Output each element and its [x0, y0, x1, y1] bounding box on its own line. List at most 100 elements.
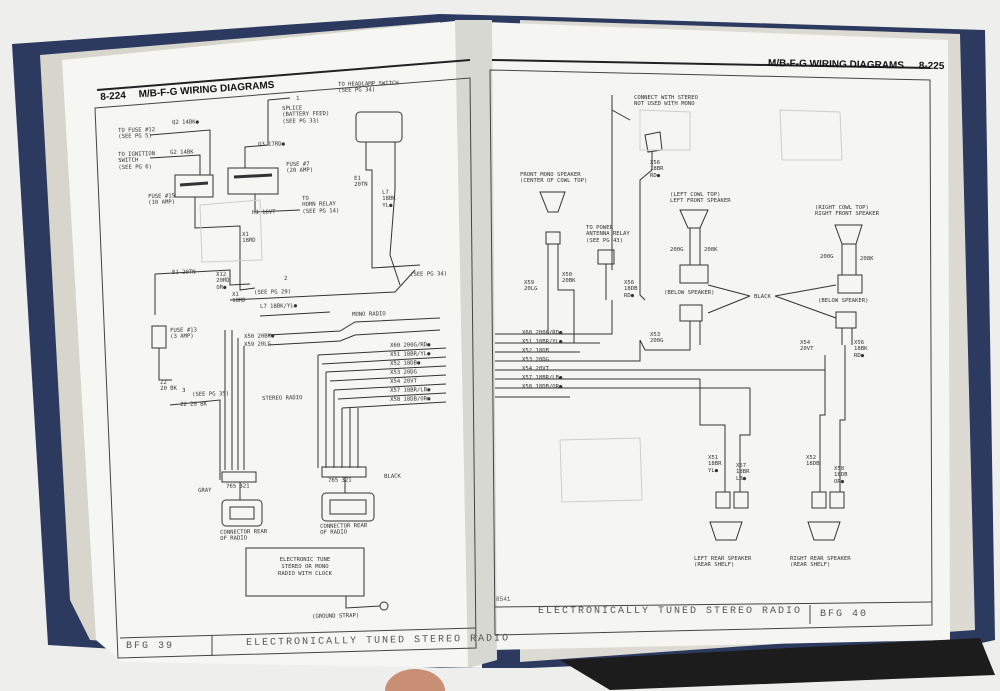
- label-circle-2: 2: [284, 275, 288, 282]
- label-splice: SPLICE (BATTERY FEED) (SEE PG 33): [282, 105, 330, 125]
- left-diagram-frame: [94, 77, 477, 659]
- connector-rear-radio-2: [321, 492, 375, 522]
- label-rx51: X51 18BR/YL●: [522, 339, 563, 345]
- label-h1-16vt: H1 16VT: [252, 209, 276, 216]
- label-x52-18db-r: X52 18DB: [806, 455, 820, 468]
- label-x60-200g: X60 200G/RD●: [390, 342, 431, 349]
- print-through: [199, 109, 843, 503]
- label-left-rear: LEFT REAR SPEAKER (REAR SHELF): [694, 556, 752, 569]
- left-page: [62, 20, 482, 668]
- connector-gray: [221, 471, 257, 483]
- label-x57-18br-r: X57 18BR LB●: [736, 463, 750, 482]
- gutter-shadow: [455, 20, 497, 668]
- label-x54-20vt: X54 20VT: [390, 378, 418, 385]
- label-x56-18br: X56 18BR RD●: [650, 160, 664, 179]
- label-to-fuse-12: TO FUSE #12 (SEE PG 5): [118, 127, 156, 141]
- label-r-200g: 200G: [820, 254, 834, 260]
- label-x58-18db-r: X58 18DB OR●: [834, 466, 848, 485]
- front-mono-speaker: [539, 191, 566, 213]
- radio-unit-label: ELECTRONIC TUNE STEREO OR MONO RADIO WIT…: [278, 557, 332, 577]
- label-x57-18br: X57 18BR/LB●: [390, 387, 431, 394]
- label-mono-radio: MONO RADIO: [352, 311, 386, 318]
- right-header-rule: [491, 59, 931, 69]
- connector-rear-radio-1: [221, 499, 263, 527]
- label-z2-20bk-2: Z2 20 BK: [180, 401, 208, 408]
- label-rx57: X57 18BR/LB●: [522, 375, 563, 381]
- label-to-power-antenna: TO POWER ANTENNA RELAY (SEE PG 43): [586, 225, 630, 244]
- label-to-ignition: TO IGNITION SWITCH (SEE PG 6): [118, 151, 156, 171]
- label-pins-2: 765 321: [328, 477, 352, 484]
- label-rx52: X52 18DB: [522, 348, 549, 354]
- label-fuse-15: FUSE #15 (10 AMP): [148, 193, 176, 207]
- label-g2-14bk: G2 14BK: [170, 149, 194, 156]
- label-x1-18rd: X1 18RD: [242, 231, 256, 245]
- label-rx58: X58 18DB/OR●: [522, 384, 563, 390]
- label-pins-1: 765 321: [226, 483, 250, 490]
- label-see-pg-29: (SEE PG 29): [254, 289, 292, 296]
- fuse-block-7: [227, 167, 279, 195]
- label-right-cowl: (RIGHT COWL TOP) RIGHT FRONT SPEAKER: [815, 205, 879, 218]
- label-right-rear: RIGHT REAR SPEAKER (REAR SHELF): [790, 556, 851, 569]
- fuse-block-15: [174, 174, 214, 198]
- label-l-208k: 208K: [704, 247, 718, 253]
- label-x12-20rd: X12 20RD OR●: [216, 271, 230, 291]
- left-rear-speaker: [709, 521, 743, 541]
- label-r-208k: 208K: [860, 256, 874, 262]
- right-footer-rule: [494, 601, 933, 608]
- label-connector-rear-1: CONNECTOR REAR OF RADIO: [220, 529, 268, 543]
- label-l7-18bk-yl: L7 18BK/YL●: [260, 303, 298, 310]
- label-l7-18bk: L7 18BK YL●: [382, 189, 396, 209]
- label-q2-14bk: Q2 14BK●: [172, 119, 200, 126]
- right-footer-title: ELECTRONICALLY TUNED STEREO RADIO: [538, 606, 803, 617]
- right-diagram-frame: [489, 69, 933, 636]
- left-footer-rule: [119, 627, 477, 639]
- thumb: [385, 669, 445, 691]
- label-black-r: BLACK: [754, 294, 771, 300]
- label-fuse-7: FUSE #7 (20 AMP): [286, 161, 314, 175]
- label-x58-18db: X58 18DB/OR●: [390, 396, 431, 403]
- bottom-strap: [560, 638, 995, 690]
- label-e1-20tn: E1 20TN: [354, 175, 368, 189]
- left-below-speaker-connector: [679, 264, 709, 284]
- label-x54-20vt: X54 20VT: [800, 340, 814, 353]
- label-below-speaker-2: (BELOW SPEAKER): [818, 298, 869, 304]
- label-e1-20tn-h: E1 20TN: [172, 269, 196, 276]
- label-x50-20bk-r: X50 20BK: [562, 272, 576, 285]
- left-wiring: [149, 97, 447, 611]
- label-gray: GRAY: [198, 487, 212, 494]
- label-q3-17rd: Q3 17RD●: [258, 141, 286, 148]
- label-ground-strap: (GROUND STRAP): [312, 613, 360, 620]
- label-left-cowl: (LEFT COWL TOP) LEFT FRONT SPEAKER: [670, 192, 731, 205]
- right-page: [485, 22, 950, 650]
- label-see-pg-34: (SEE PG 34): [410, 271, 448, 278]
- label-to-horn-relay: TO HORN RELAY (SEE PG 14): [302, 195, 340, 215]
- label-front-mono: FRONT MONO SPEAKER (CENTER OF COWL TOP): [520, 172, 588, 185]
- label-below-speaker-1: (BELOW SPEAKER): [664, 290, 715, 296]
- right-page-number: 8-225: [918, 60, 945, 73]
- label-x56-18db: X56 18DB RD●: [624, 280, 638, 299]
- label-fuse-13: FUSE #13 (3 AMP): [170, 327, 198, 341]
- label-see-pg-35: (SEE PG 35): [192, 391, 230, 398]
- label-x53-200g: X53 200G: [650, 332, 664, 345]
- label-stereo-radio: STEREO RADIO: [262, 395, 303, 402]
- right-below-speaker-connector: [837, 274, 863, 294]
- label-x1-18rd-2: X1 18RD: [232, 291, 246, 305]
- headlamp-switch: [355, 111, 403, 143]
- right-footer-code: BFG 40: [820, 609, 869, 620]
- label-to-headlamp-switch: TO HEADLAMP SWITCH (SEE PG 34): [338, 80, 399, 95]
- label-l-200g: 200G: [670, 247, 684, 253]
- left-page-number: 8-224: [100, 90, 127, 103]
- label-black: BLACK: [384, 473, 401, 480]
- label-x56-18bk: X56 18BK RD●: [854, 340, 868, 359]
- label-x59-20lg-r: X59 20LG: [524, 280, 538, 293]
- right-footer-small: 8541: [496, 596, 511, 603]
- label-circle-3: 3: [182, 387, 186, 394]
- label-x51-18br-r: X51 18BR YL●: [708, 455, 722, 474]
- right-header-title: M/B-F-G WIRING DIAGRAMS: [767, 58, 905, 72]
- label-rx54: X54 20VT: [522, 366, 549, 372]
- label-x52-18db: X52 18DB●: [390, 360, 421, 367]
- label-x53-20dg: X53 20DG: [390, 369, 418, 376]
- label-connect-stereo: CONNECT WITH STEREO NOT USED WITH MONO: [634, 95, 698, 108]
